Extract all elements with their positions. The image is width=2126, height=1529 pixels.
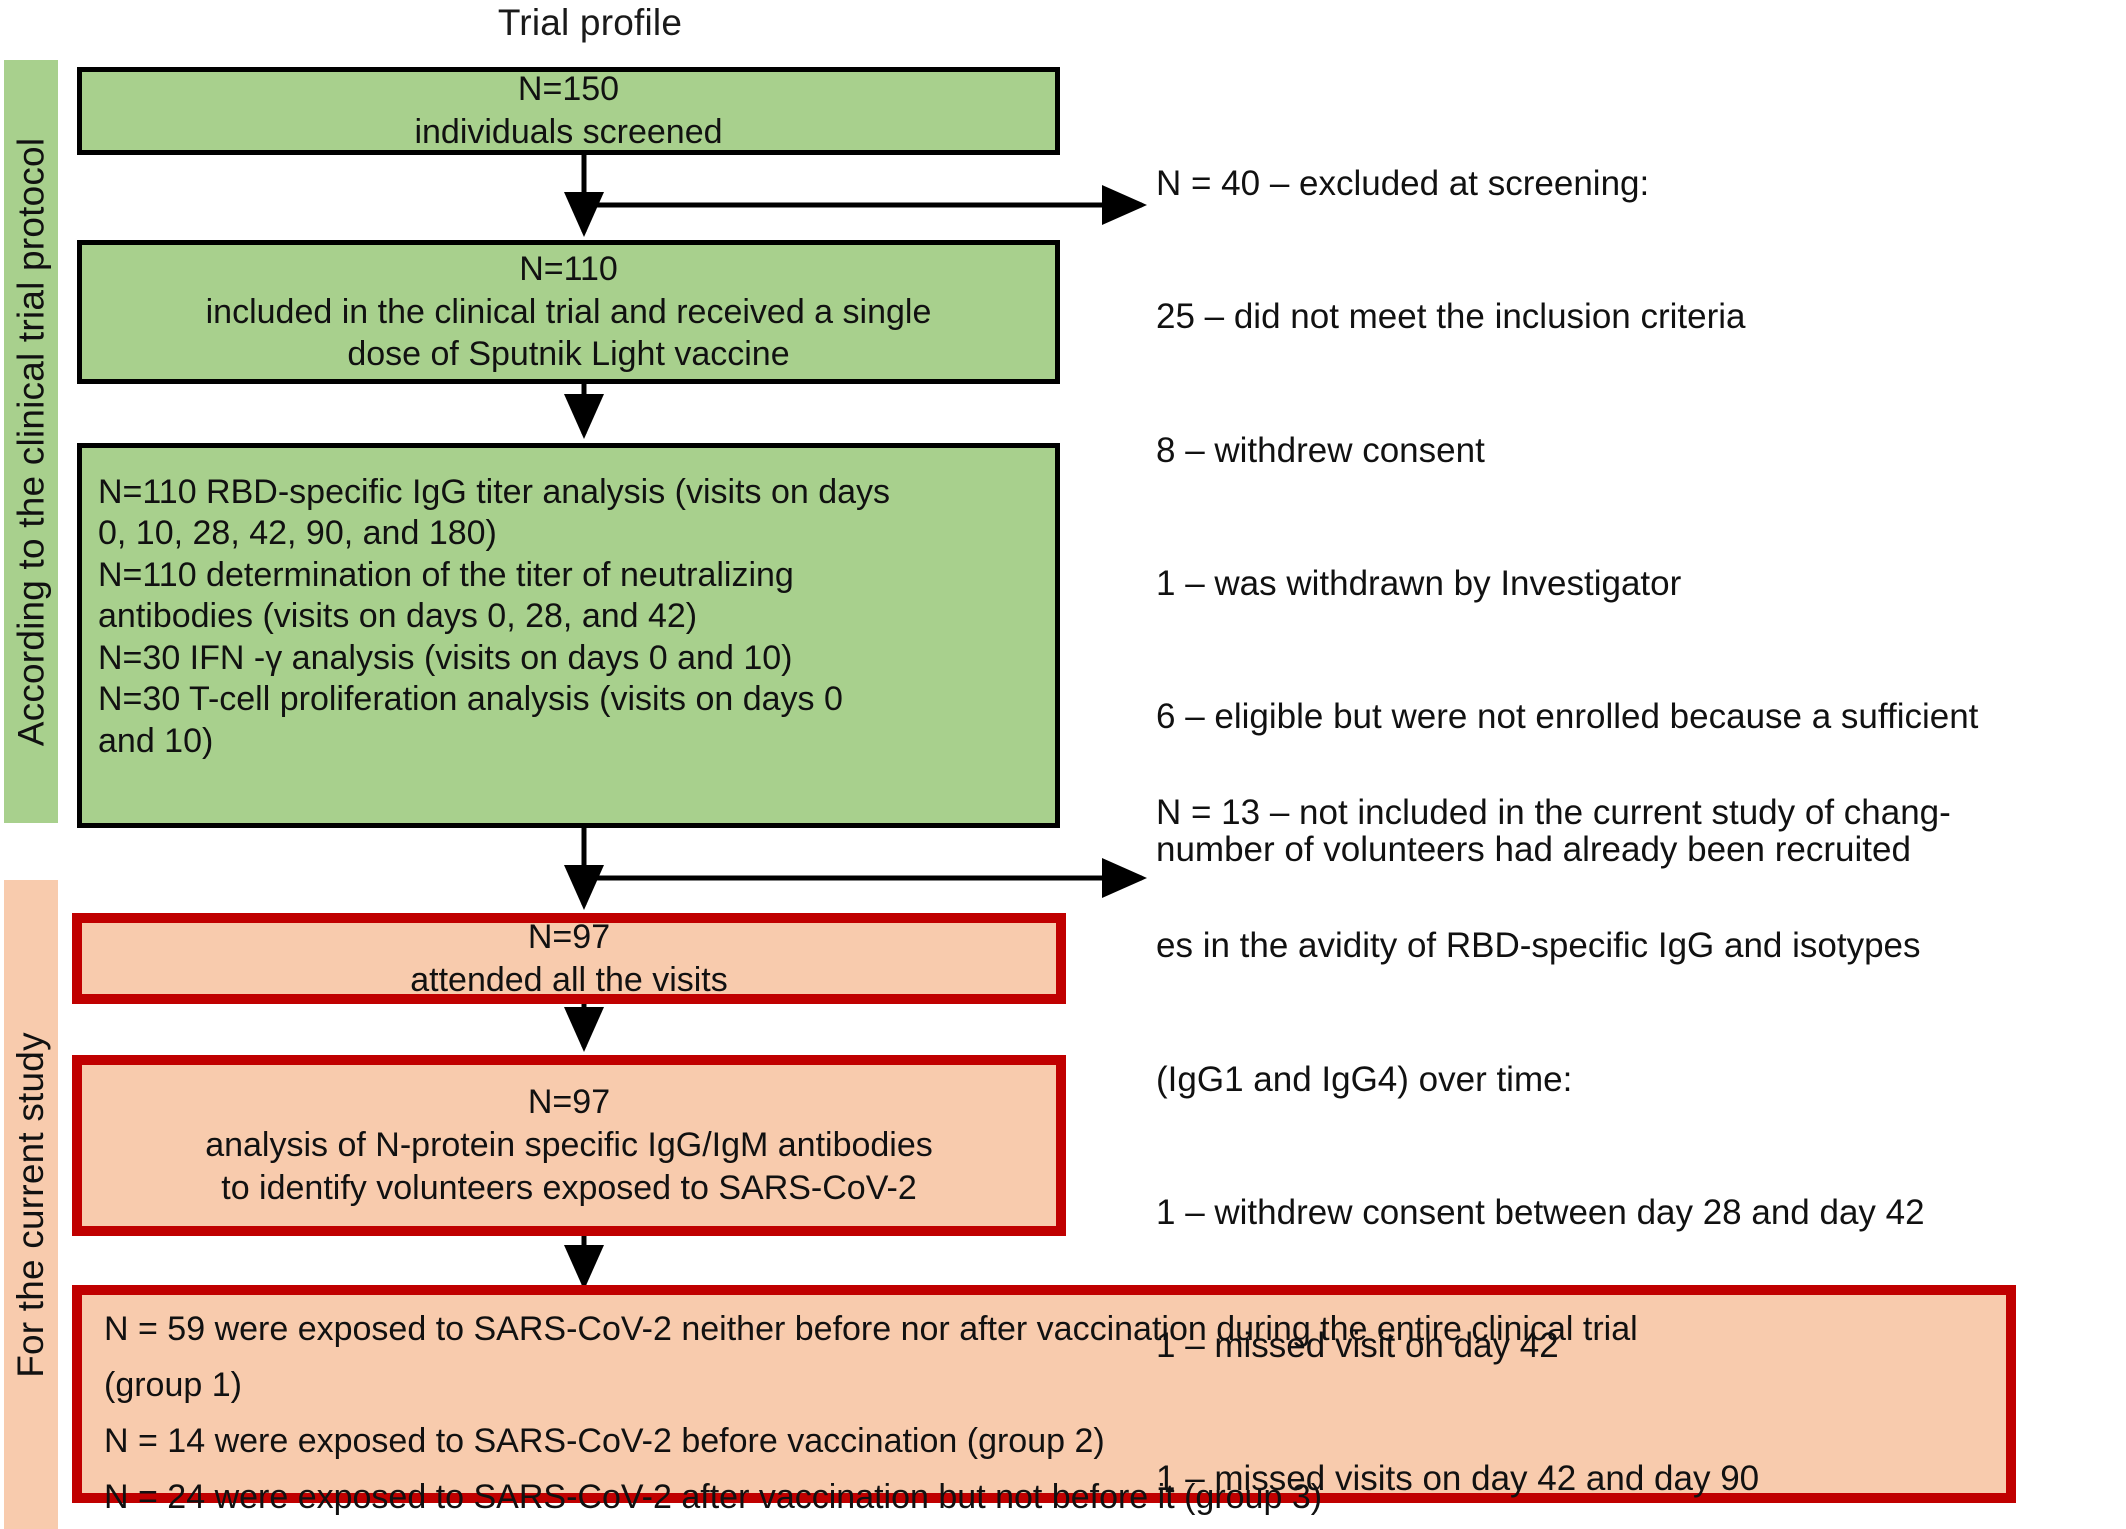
box-line: N=30 T-cell proliferation analysis (visi…: [98, 680, 843, 719]
note-line: 8 – withdrew consent: [1156, 430, 1485, 470]
box-line: individuals screened: [414, 113, 723, 151]
box-line: N = 14 were exposed to SARS-CoV-2 before…: [104, 1422, 1105, 1461]
box-line: N = 24 were exposed to SARS-CoV-2 after …: [104, 1478, 1323, 1517]
box-line: antibodies (visits on days 0, 28, and 42…: [98, 597, 698, 636]
note-line: 1 – missed visit on day 42: [1156, 1326, 1559, 1366]
box-individuals-screened: N=150 individuals screened: [77, 67, 1060, 155]
note-line: 1 – was withdrawn by Investigator: [1156, 563, 1682, 603]
note-line: es in the avidity of RBD-specific IgG an…: [1156, 926, 1921, 966]
box-line: included in the clinical trial and recei…: [205, 292, 932, 331]
box-line: analysis of N-protein specific IgG/IgM a…: [205, 1126, 933, 1165]
box-line: N=110: [519, 249, 618, 288]
side-band-label: According to the clinical trial protocol: [10, 137, 52, 746]
box-line: dose of Sputnik Light vaccine: [347, 335, 790, 374]
box-included-in-trial: N=110 included in the clinical trial and…: [77, 240, 1060, 384]
note-line: 25 – did not meet the inclusion criteria: [1156, 297, 1746, 337]
box-line: to identify volunteers exposed to SARS-C…: [221, 1168, 917, 1207]
box-line: (group 1): [104, 1366, 242, 1405]
box-line: N=97: [527, 917, 611, 956]
side-band-clinical-trial-protocol: According to the clinical trial protocol: [4, 60, 58, 823]
note-line: 1 – withdrew consent between day 28 and …: [1156, 1192, 1925, 1232]
box-line: N=150: [517, 70, 620, 109]
box-line: N=110 determination of the titer of neut…: [98, 555, 794, 594]
box-nprotein-analysis: N=97 analysis of N-protein specific IgG/…: [72, 1055, 1066, 1236]
note-excluded-at-screening: N = 40 – excluded at screening: 25 – did…: [1156, 73, 2116, 962]
note-not-included-in-current-study: N = 13 – not included in the current stu…: [1156, 702, 2116, 1529]
side-band-current-study: For the current study: [4, 880, 58, 1529]
box-attended-all-visits: N=97 attended all the visits: [72, 913, 1066, 1004]
box-analyses-performed: N=110 RBD-specific IgG titer analysis (v…: [77, 443, 1060, 828]
box-line: N=110 RBD-specific IgG titer analysis (v…: [98, 473, 891, 511]
side-band-label: For the current study: [10, 1031, 52, 1378]
box-line: and 10): [98, 721, 214, 760]
box-line: attended all the visits: [410, 960, 728, 999]
note-line: 1 – missed visits on day 42 and day 90: [1156, 1459, 1760, 1499]
note-line: (IgG1 and IgG4) over time:: [1156, 1059, 1573, 1099]
note-line: N = 40 – excluded at screening:: [1156, 163, 1650, 203]
note-line: number of volunteers had already been re…: [1156, 830, 1911, 870]
box-line: N=30 IFN -γ analysis (visits on days 0 a…: [98, 638, 793, 677]
page-title: Trial profile: [497, 2, 683, 43]
box-exposure-groups: N = 59 were exposed to SARS-CoV-2 neithe…: [72, 1285, 2016, 1516]
box-line: N=97: [527, 1083, 611, 1122]
note-line: N = 13 – not included in the current stu…: [1156, 792, 1951, 832]
box-line: N = 59 were exposed to SARS-CoV-2 neithe…: [104, 1310, 1638, 1348]
note-line: 6 – eligible but were not enrolled becau…: [1156, 697, 1979, 737]
box-line: 0, 10, 28, 42, 90, and 180): [98, 514, 497, 553]
